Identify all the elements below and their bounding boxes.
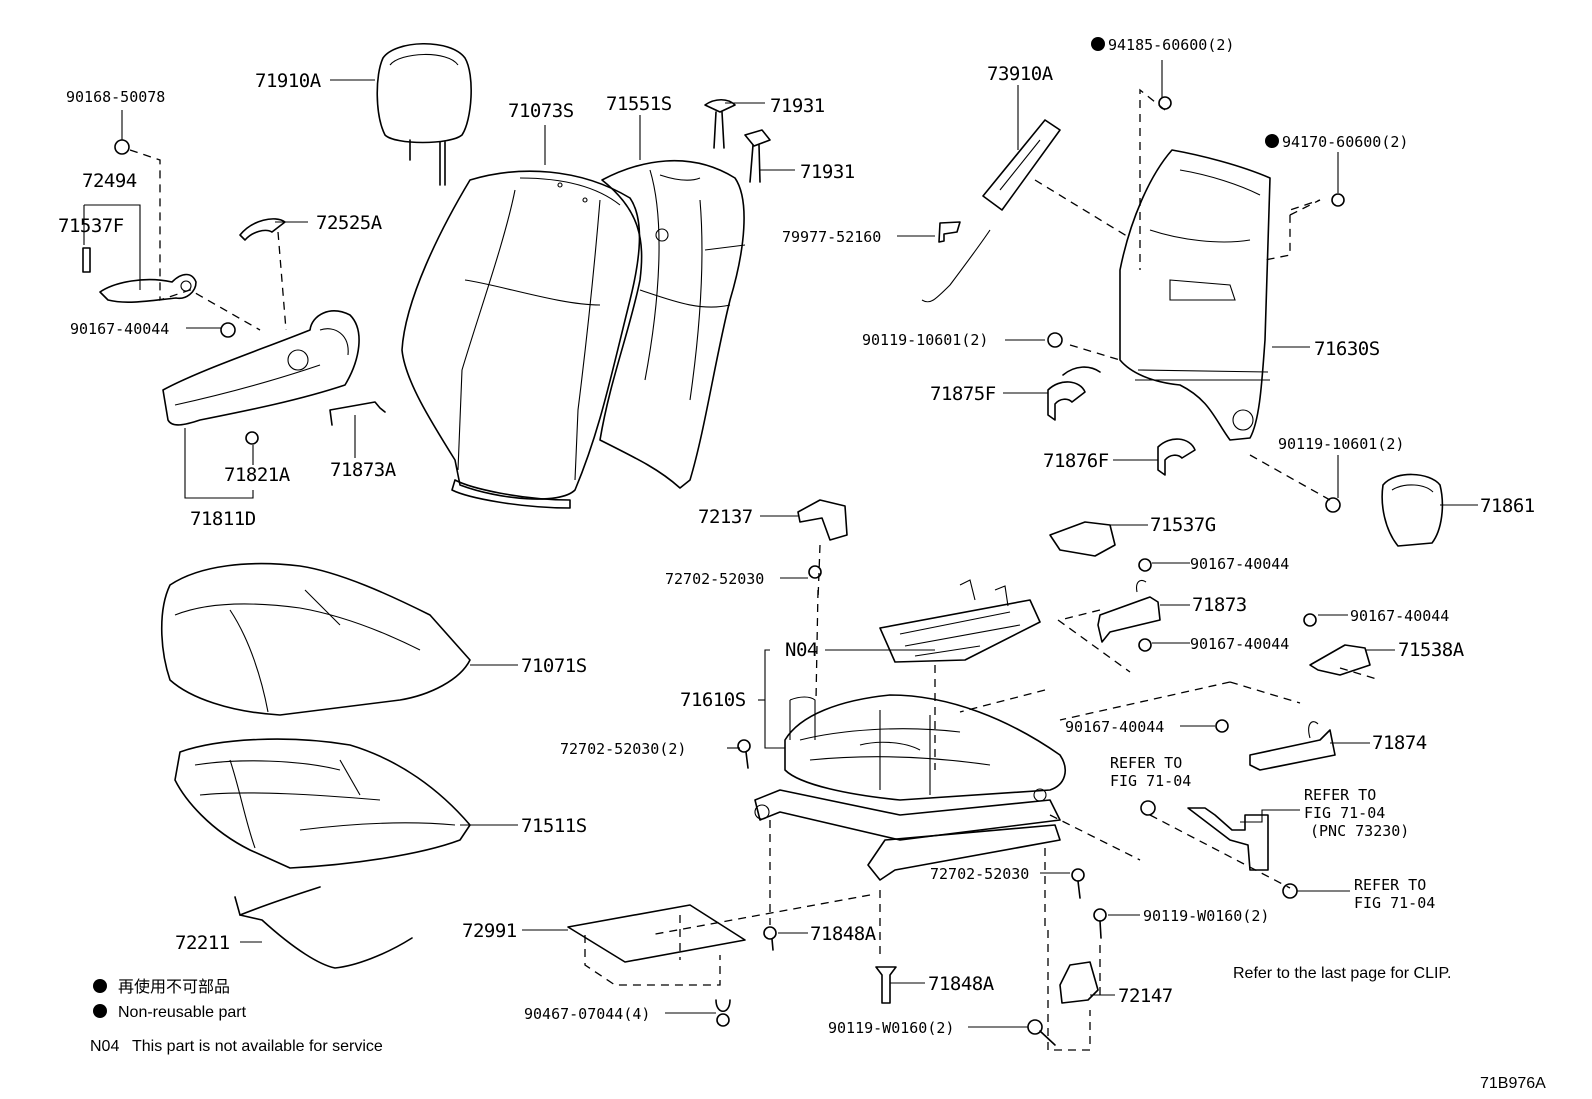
label-71873: 71873 — [1192, 594, 1247, 616]
lower-fasteners-drawing — [567, 739, 1298, 1046]
recliner-cover-halves-drawing — [1047, 381, 1196, 476]
label-90167-40044-left: 90167-40044 — [70, 320, 169, 338]
label-71876F: 71876F — [1043, 450, 1109, 472]
wire-72211-drawing — [234, 886, 413, 969]
label-90467-07044: 90467-07044(4) — [524, 1005, 650, 1023]
spring-mat-drawing — [879, 579, 1041, 663]
legend-text-jp: 再使用不可部品 — [118, 978, 230, 996]
seatback-cover-drawing — [401, 170, 641, 509]
legend-text-en: Non-reusable part — [118, 1004, 247, 1021]
label-72211: 72211 — [175, 932, 230, 954]
label-90167-40044-c: 90167-40044 — [1350, 607, 1449, 625]
label-72494: 72494 — [82, 170, 137, 192]
nonreusable-dot-94185 — [1091, 37, 1105, 51]
side-shield-drawing — [162, 310, 386, 445]
bracket-72137-drawing — [797, 499, 848, 579]
legend-dot-en — [93, 1004, 107, 1018]
label-71861: 71861 — [1480, 495, 1535, 517]
label-71630S: 71630S — [1314, 338, 1380, 360]
label-73910A: 73910A — [987, 63, 1054, 85]
label-N04: N04 — [785, 639, 818, 661]
label-72702-52030-2: 72702-52030(2) — [560, 740, 686, 758]
label-71538A: 71538A — [1398, 639, 1465, 661]
label-90119-W0160-right: 90119-W0160(2) — [1143, 907, 1269, 925]
cushion-cover-drawing — [160, 562, 471, 716]
label-90167-40044-a: 90167-40044 — [1190, 555, 1289, 573]
clip-71931-drawing — [704, 98, 771, 183]
hinge-cover-drawing — [1325, 473, 1444, 547]
refer-note-2-line-1: REFER TO — [1304, 786, 1376, 804]
label-94185-60600: 94185-60600(2) — [1108, 36, 1234, 54]
label-71848A-upper: 71848A — [810, 923, 877, 945]
label-72525A: 72525A — [316, 212, 383, 234]
label-72702-52030-top: 72702-52030 — [665, 570, 764, 588]
label-71537G: 71537G — [1150, 514, 1216, 536]
label-71931-upper: 71931 — [770, 95, 825, 117]
seatback-pad-drawing — [599, 159, 746, 489]
label-90119-W0160-lower: 90119-W0160(2) — [828, 1019, 954, 1037]
refer-note-1-line-2: FIG 71-04 — [1110, 772, 1191, 790]
refer-notes: REFER TO FIG 71-04 REFER TO FIG 71-04 (P… — [1110, 754, 1435, 912]
label-71931-lower: 71931 — [800, 161, 855, 183]
refer-note-2-line-2: FIG 71-04 — [1304, 804, 1385, 822]
label-71873A: 71873A — [330, 459, 397, 481]
label-71537F: 71537F — [58, 215, 124, 237]
legend: 再使用不可部品 Non-reusable part N04 This part … — [90, 978, 383, 1055]
headrest-drawing — [376, 43, 472, 186]
label-90119-10601-left: 90119-10601(2) — [862, 331, 988, 349]
label-71875F: 71875F — [930, 383, 996, 405]
label-90119-10601-right: 90119-10601(2) — [1278, 435, 1404, 453]
label-72991: 72991 — [462, 920, 517, 942]
label-72702-52030-lower: 72702-52030 — [930, 865, 1029, 883]
n04-code: N04 — [90, 1038, 119, 1055]
legend-dot-jp — [93, 979, 107, 993]
label-72147: 72147 — [1118, 985, 1173, 1007]
label-71610S: 71610S — [680, 689, 746, 711]
label-71910A: 71910A — [255, 70, 322, 92]
label-90167-40044-d: 90167-40044 — [1065, 718, 1164, 736]
label-71874: 71874 — [1372, 732, 1427, 754]
label-71551S: 71551S — [606, 93, 672, 115]
seatback-frame-drawing — [1047, 96, 1345, 441]
refer-note-2-line-3: (PNC 73230) — [1310, 822, 1409, 840]
label-72137: 72137 — [698, 506, 753, 528]
figure-code: 71B976A — [1480, 1075, 1546, 1092]
label-90168-50078: 90168-50078 — [66, 88, 165, 106]
cushion-pad-drawing — [174, 738, 471, 869]
airbag-drawing — [921, 119, 1061, 303]
refer-note-3-line-2: FIG 71-04 — [1354, 894, 1435, 912]
label-71511S: 71511S — [521, 815, 587, 837]
label-90167-40044-b: 90167-40044 — [1190, 635, 1289, 653]
part-number-labels: 71910A 90168-50078 72494 71537F 72525A 9… — [58, 36, 1535, 1037]
leader-lines — [83, 60, 1478, 1028]
label-94170-60600: 94170-60600(2) — [1282, 133, 1408, 151]
cushion-frame-drawing — [754, 694, 1066, 881]
nonreusable-dot-94170 — [1265, 134, 1279, 148]
label-79977-52160: 79977-52160 — [782, 228, 881, 246]
label-71071S: 71071S — [521, 655, 587, 677]
n04-note: This part is not available for service — [132, 1038, 383, 1055]
refer-note-3-line-1: REFER TO — [1354, 876, 1426, 894]
refer-note-1-line-1: REFER TO — [1110, 754, 1182, 772]
label-71848A-lower: 71848A — [928, 973, 995, 995]
label-71821A: 71821A — [224, 464, 291, 486]
label-71811D: 71811D — [190, 508, 256, 530]
label-71073S: 71073S — [508, 100, 574, 122]
clip-note: Refer to the last page for CLIP. — [1233, 965, 1452, 982]
assembly-dash-lines — [129, 88, 1381, 1051]
side-brackets-drawing — [1049, 521, 1371, 771]
